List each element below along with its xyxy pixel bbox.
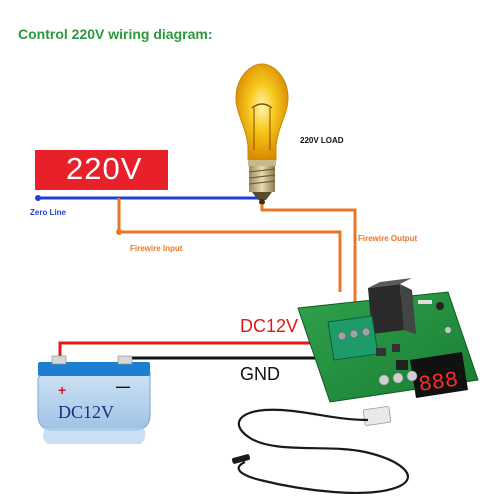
firewire-input-wire (117, 198, 342, 292)
pcb-button (406, 370, 418, 382)
temperature-probe-icon (231, 408, 409, 494)
diagram-title: Control 220V wiring diagram: (18, 26, 213, 42)
thermostat-module: 888 (297, 278, 479, 426)
led-display: 888 (410, 352, 468, 398)
battery-minus-label: — (116, 378, 130, 394)
firewire-input-label: Firewire Input (130, 244, 183, 253)
light-bulb-icon (235, 63, 289, 205)
battery-label: DC12V (58, 402, 115, 422)
firewire-output-wire (260, 204, 357, 330)
power-source-box (35, 150, 168, 190)
terminal-block-icon (327, 315, 379, 361)
battery-plus-label: + (58, 382, 67, 398)
load-label: 220V LOAD (300, 136, 344, 145)
pcb-button (392, 372, 404, 384)
svg-text:888: 888 (417, 368, 460, 398)
firewire-output-label: Firewire Output (358, 234, 418, 243)
power-source-label: 220V (66, 151, 143, 186)
zero-line-label: Zero Line (30, 208, 67, 217)
pcb-button (378, 374, 390, 386)
relay-icon (368, 278, 416, 334)
dc12v-wire (58, 341, 330, 365)
dc12v-wire-label: DC12V (240, 316, 299, 336)
battery-icon (37, 355, 151, 444)
gnd-wire (123, 356, 330, 370)
gnd-wire-label: GND (240, 364, 280, 384)
